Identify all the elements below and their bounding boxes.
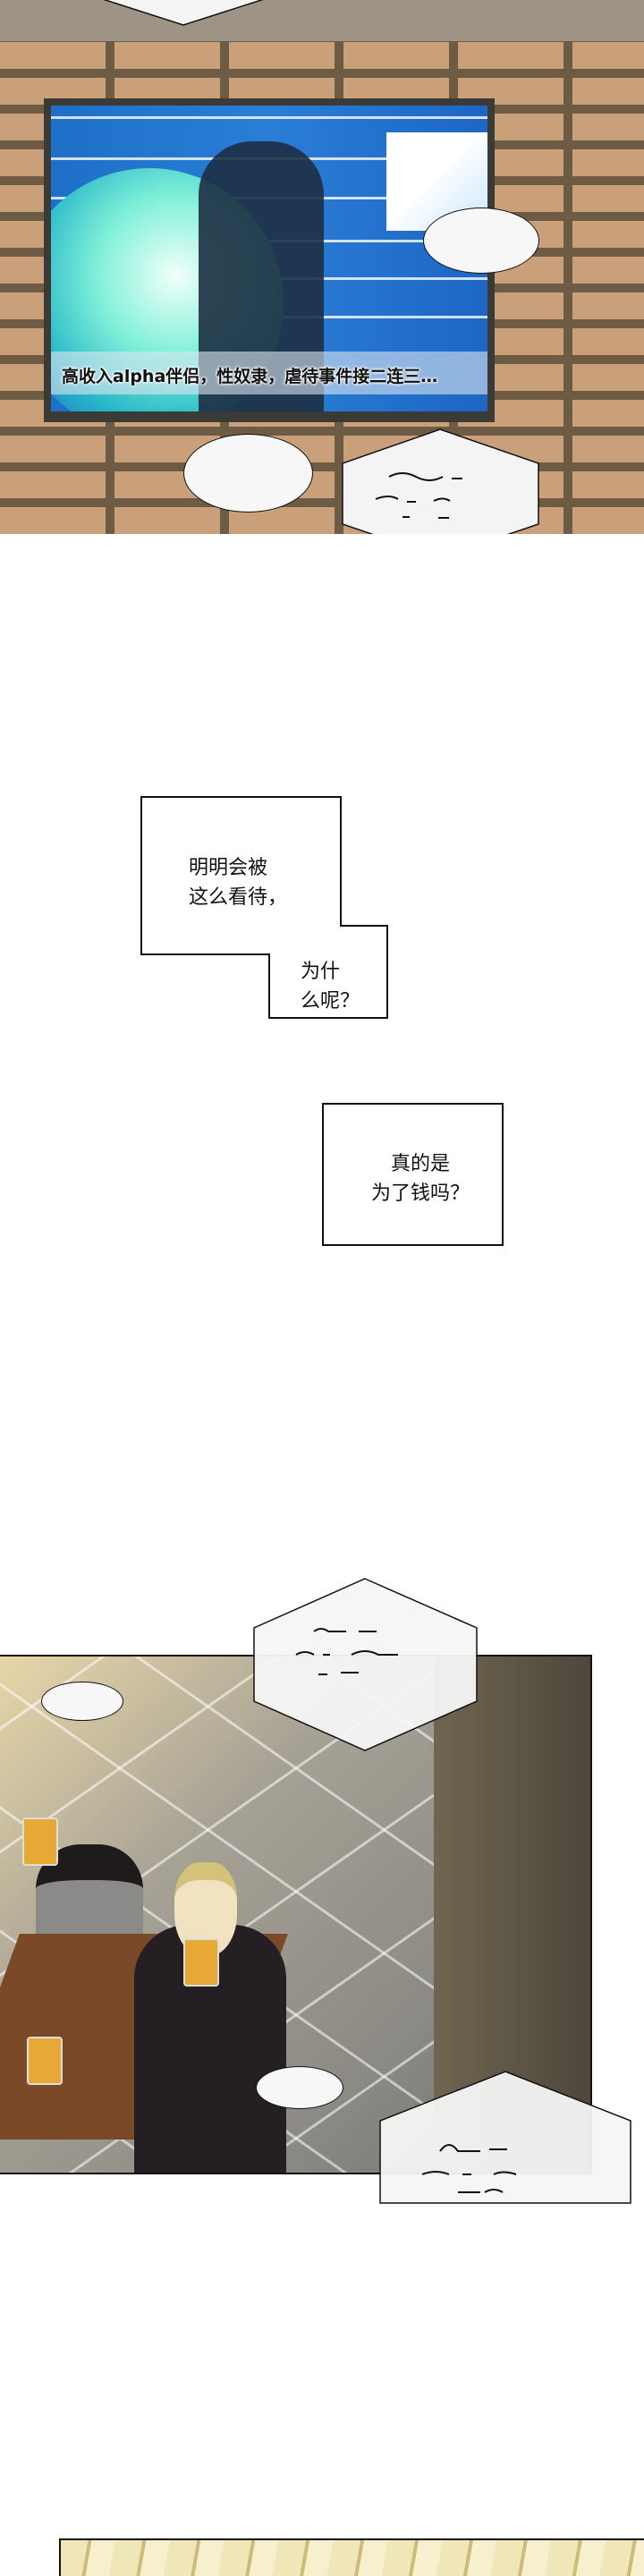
narration-box [140, 796, 388, 1019]
beer-mug [183, 1938, 219, 1987]
narration-text: 真的是 为了钱吗？ [353, 1149, 487, 1208]
panel-blonde-hair-closeup [59, 2538, 644, 2576]
narration-text: 明明会被 这么看待， [189, 853, 287, 912]
narration-box [322, 1103, 504, 1246]
narration-line: 明明会被 [189, 857, 268, 879]
narration-line: 为了钱吗？ [370, 1182, 470, 1205]
speech-bubble-empty [183, 434, 313, 513]
speech-bubble-hexagon [379, 2071, 631, 2204]
narration-line: 真的是 [390, 1153, 450, 1175]
narration-line: 么呢？ [301, 990, 360, 1013]
narration-line: 这么看待， [189, 886, 288, 909]
television: 高收入alpha伴侣，性奴隶，虐待事件接二连三… [44, 98, 495, 422]
speech-bubble-hexagon-top [103, 0, 264, 26]
tv-screen: 高收入alpha伴侣，性奴隶，虐待事件接二连三… [51, 106, 487, 411]
narration-line: 为什 [301, 961, 341, 983]
speech-bubble-empty [256, 2066, 343, 2109]
speech-bubble-empty [423, 208, 539, 274]
ceiling [0, 0, 644, 41]
speech-bubble-hexagon [342, 428, 539, 534]
panel-tv-scene: 高收入alpha伴侣，性奴隶，虐待事件接二连三… [0, 0, 644, 534]
subtitle-bar [51, 352, 487, 394]
narration-text: 为什 么呢？ [301, 957, 360, 1016]
speech-bubble-empty [41, 1682, 123, 1721]
beer-mug [27, 2037, 63, 2085]
beer-mug [22, 1818, 58, 1866]
tv-subtitle: 高收入alpha伴侣，性奴隶，虐待事件接二连三… [62, 367, 438, 386]
speech-bubble-hexagon [253, 1578, 478, 1751]
